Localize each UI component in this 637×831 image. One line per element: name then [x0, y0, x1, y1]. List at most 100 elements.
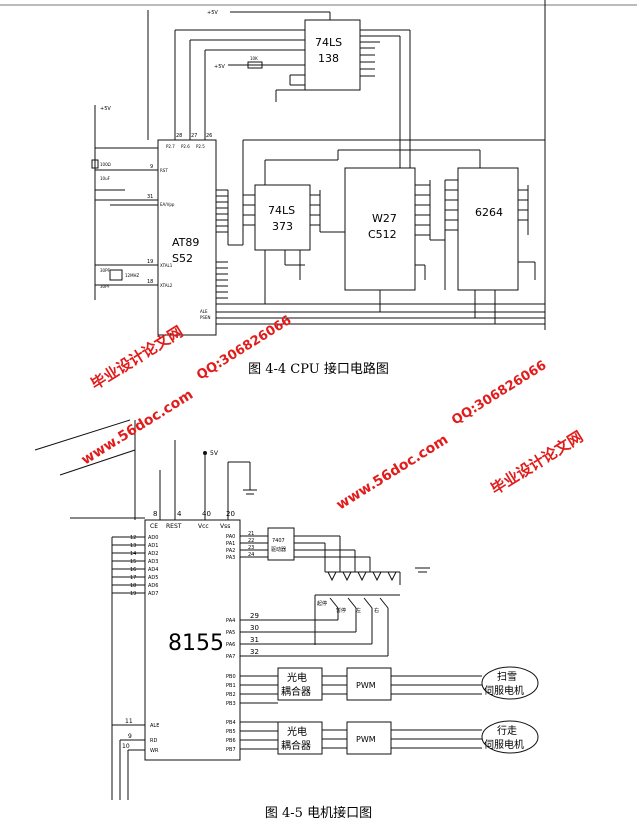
decoder-label-2: 138	[318, 52, 339, 65]
ctrl-number-11: 11	[125, 718, 133, 725]
ad-pin-0: AD0	[148, 535, 158, 541]
motor2-label-1: 行走	[497, 724, 517, 737]
watermark-site-2: www.56doc.com	[334, 432, 451, 514]
ad-number-18: 18	[130, 583, 136, 589]
pb-pin-1: PB1	[226, 683, 236, 689]
pin-number-19: 19	[147, 259, 153, 265]
ctrl-number-10: 10	[122, 743, 130, 750]
ad-number-19: 19	[130, 591, 136, 597]
switch-label-start: 起停	[317, 600, 327, 607]
pin-number-8: 8	[153, 510, 157, 518]
pb-pin-0: PB0	[226, 674, 236, 680]
pa-pin-6: PA6	[226, 642, 235, 648]
cpu-label-1: AT89	[172, 236, 199, 249]
ad-pin-3: AD3	[148, 559, 158, 565]
opto1-label-1: 光电	[287, 671, 307, 684]
pa-number-30: 30	[250, 624, 259, 632]
pa-number-32: 32	[250, 648, 259, 656]
pb-pin-6: PB6	[226, 738, 236, 744]
pin-number-9: 9	[150, 164, 153, 170]
opto2-label-1: 光电	[287, 725, 307, 738]
ad-pin-2: AD2	[148, 551, 158, 557]
pb-pin-5: PB5	[226, 729, 236, 735]
decoder-label-1: 74LS	[315, 36, 342, 49]
pin-vcc: Vcc	[198, 523, 209, 530]
cpu-port-x1: XTAL1	[160, 263, 173, 268]
gate-label-2: 驱动器	[271, 546, 286, 553]
opto1-label-2: 耦合器	[281, 685, 311, 698]
ad-number-17: 17	[130, 575, 136, 581]
pa-number-29: 29	[250, 612, 259, 620]
cpu-port-ea: EA/Vpp	[160, 202, 175, 207]
pin-vss: Vss	[220, 523, 230, 530]
ad-number-12: 12	[130, 535, 136, 541]
ad-number-13: 13	[130, 543, 136, 549]
power-5v-label: 5V	[210, 450, 219, 457]
latch-label-2: 373	[272, 220, 293, 233]
vcc-label-b: +5V	[214, 64, 225, 70]
resistor-100-label: 100Ω	[100, 162, 111, 167]
pb-pin-7: PB7	[226, 747, 236, 753]
switch-label-left: 左	[356, 607, 361, 614]
ctrl-number-9: 9	[128, 733, 132, 740]
pin-ce: CE	[150, 523, 158, 530]
ad-pin-1: AD1	[148, 543, 158, 549]
resistor-10k-label: 10K	[250, 56, 258, 61]
pa-number-23: 23	[248, 545, 254, 551]
motor1-label-1: 扫雪	[497, 670, 517, 683]
ad-number-15: 15	[130, 559, 136, 565]
sram-label: 6264	[475, 206, 503, 219]
cpu-port-p26: P2.6	[181, 144, 190, 149]
vcc-label-a: +5V	[207, 10, 218, 16]
pa-number-22: 22	[248, 538, 254, 544]
pa-pin-7: PA7	[226, 654, 235, 660]
chip-8155-label: 8155	[168, 631, 224, 656]
pin-number-31: 31	[147, 194, 153, 200]
power-node	[203, 451, 207, 455]
figure-4-4-caption: 图 4-4 CPU 接口电路图	[248, 362, 389, 377]
switch-label-pause: 暂停	[336, 607, 346, 614]
pb-pin-4: PB4	[226, 720, 236, 726]
pa-pin-4: PA4	[226, 618, 235, 624]
pin-number-20: 20	[226, 510, 235, 518]
capacitor-30pf-label-1: 30PF	[100, 268, 111, 273]
figure-4-5-caption: 图 4-5 电机接口图	[264, 806, 373, 821]
pa-pin-0: PA0	[226, 534, 235, 540]
opto2-label-2: 耦合器	[281, 739, 311, 752]
ad-pin-4: AD4	[148, 567, 158, 573]
ctrl-pin-rd: RD	[150, 738, 157, 744]
pa-pin-5: PA5	[226, 630, 235, 636]
watermark-site-1: www.56doc.com	[79, 387, 196, 469]
pin-number-4: 4	[177, 510, 182, 518]
motor1-label-2: 伺服电机	[484, 684, 524, 697]
pa-number-31: 31	[250, 636, 259, 644]
gate-label-1: 7407	[272, 538, 285, 544]
ad-number-14: 14	[130, 551, 136, 557]
eprom-label-2: C512	[368, 228, 397, 241]
pa-pin-3: PA3	[226, 555, 235, 561]
pwm1-label: PWM	[356, 681, 376, 690]
capacitor-30pf-label-2: 30PF	[100, 284, 111, 289]
watermark-brand-2: 毕业设计论文网	[488, 427, 587, 498]
pb-pin-2: PB2	[226, 692, 236, 698]
pin-number-26: 26	[206, 133, 212, 139]
pa-number-24: 24	[248, 552, 254, 558]
pb-pin-3: PB3	[226, 701, 236, 707]
pin-number-28: 28	[176, 133, 182, 139]
crystal-label: 12MHZ	[125, 273, 140, 278]
ad-pin-5: AD5	[148, 575, 158, 581]
cpu-label-2: S52	[172, 252, 193, 265]
pin-rest: REST	[166, 523, 182, 530]
eprom-label-1: W27	[372, 212, 397, 225]
cpu-port-p27: P2.7	[166, 144, 175, 149]
cpu-port-ale: ALE	[200, 309, 208, 314]
cpu-port-rst: RST	[160, 168, 168, 173]
pa-pin-2: PA2	[226, 548, 235, 554]
pwm2-label: PWM	[356, 735, 376, 744]
ctrl-pin-ale: ALE	[150, 723, 159, 729]
cpu-port-p25: P2.5	[196, 144, 205, 149]
ctrl-pin-wr: WR	[150, 748, 159, 754]
latch-label-1: 74LS	[268, 204, 295, 217]
